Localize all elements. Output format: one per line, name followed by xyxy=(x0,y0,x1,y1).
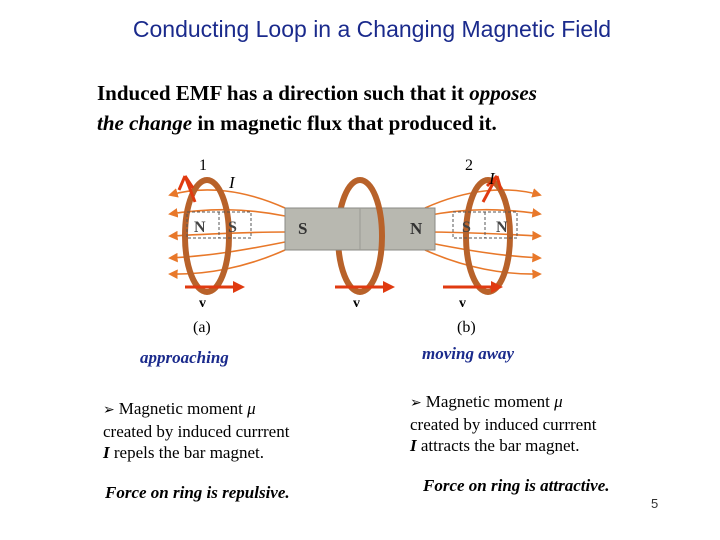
current-label-left: I xyxy=(228,173,236,192)
velocity-label-3: v xyxy=(459,296,466,311)
velocity-label-2: v xyxy=(353,296,360,311)
induced-right-s: S xyxy=(462,219,471,236)
induced-left-n: N xyxy=(194,219,206,236)
magnet-loop-figure: S N N S S N 1 2 I I xyxy=(168,157,542,336)
induced-magnet-left: N S xyxy=(186,211,252,239)
panel-a-label: (a) xyxy=(193,319,211,336)
intro-opposes: opposes xyxy=(469,81,537,105)
intro-part4: in magnetic flux that produced it. xyxy=(192,111,497,135)
right-force-text: Force on ring is attractive. xyxy=(423,476,610,495)
right-bullet-line2: created by induced currrent xyxy=(410,415,597,434)
slide-title: Conducting Loop in a Changing Magnetic F… xyxy=(132,16,612,42)
right-bullet-prefix: Magnetic moment xyxy=(425,392,555,411)
intro-text: Induced EMF has a direction such that it… xyxy=(97,78,657,138)
left-bullet: ➢Magnetic moment μ created by induced cu… xyxy=(103,398,363,463)
right-bullet-line3: attracts the bar magnet. xyxy=(416,436,580,455)
caption-approaching: approaching xyxy=(140,348,229,367)
velocity-arrows xyxy=(185,281,503,293)
induced-right-n: N xyxy=(496,219,508,236)
left-bullet-line2: created by induced currrent xyxy=(103,422,290,441)
left-bullet-line3: repels the bar magnet. xyxy=(109,443,264,462)
induced-magnet-right: S N xyxy=(452,211,518,239)
arrow-bullet-icon: ➢ xyxy=(103,402,115,418)
current-label-right: I xyxy=(488,169,496,188)
magnet-north-label: N xyxy=(410,219,423,238)
magnet-south-label: S xyxy=(298,219,307,238)
loop-2-number: 2 xyxy=(465,157,473,174)
intro-part1: Induced EMF has a direction such that it xyxy=(97,81,470,105)
arrow-bullet-icon: ➢ xyxy=(410,395,422,411)
induced-left-s: S xyxy=(228,219,237,236)
panel-b-label: (b) xyxy=(457,319,476,336)
intro-the-change: the change xyxy=(97,111,193,135)
right-current: I xyxy=(410,436,417,455)
left-current: I xyxy=(103,443,110,462)
right-mu: μ xyxy=(554,392,563,411)
velocity-label-1: v xyxy=(199,296,206,311)
left-force-text: Force on ring is repulsive. xyxy=(105,483,290,502)
page-number: 5 xyxy=(651,496,659,511)
caption-moving-away: moving away xyxy=(422,344,515,363)
loop-1-number: 1 xyxy=(199,157,207,174)
left-bullet-prefix: Magnetic moment xyxy=(118,399,248,418)
left-mu: μ xyxy=(247,399,256,418)
right-bullet: ➢Magnetic moment μ created by induced cu… xyxy=(410,391,670,456)
